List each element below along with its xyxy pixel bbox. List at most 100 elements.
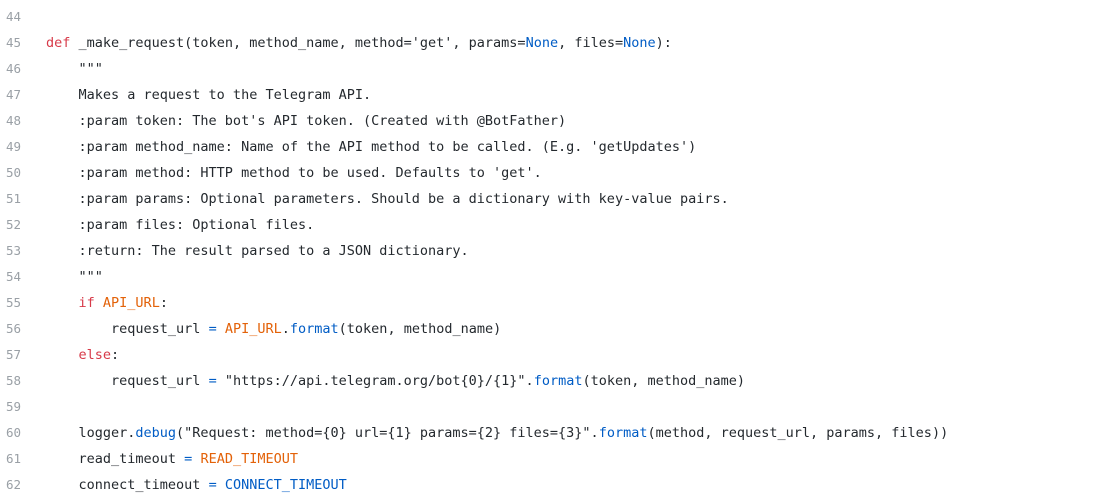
code-token: """ bbox=[46, 61, 103, 77]
line-content: request_url = API_URL.format(token, meth… bbox=[46, 316, 501, 342]
code-line: 49 :param method_name: Name of the API m… bbox=[0, 134, 1101, 160]
code-token: CONNECT_TIMEOUT bbox=[224, 477, 347, 493]
code-token: Makes a request to the Telegram API. bbox=[46, 87, 372, 103]
line-number: 57 bbox=[6, 347, 22, 362]
line-number: 60 bbox=[6, 425, 22, 440]
line-number: 47 bbox=[6, 87, 22, 102]
code-token: request_url bbox=[46, 321, 209, 337]
line-content: :return: The result parsed to a JSON dic… bbox=[46, 238, 469, 264]
line-content: """ bbox=[46, 56, 103, 82]
code-token: 'get' bbox=[411, 35, 453, 51]
line-number: 49 bbox=[6, 139, 22, 154]
line-number: 62 bbox=[6, 477, 22, 492]
code-token: (token, method_name) bbox=[338, 321, 502, 337]
line-number: 51 bbox=[6, 191, 22, 206]
code-token: :return: The result parsed to a JSON dic… bbox=[46, 243, 469, 259]
code-token: """ bbox=[46, 269, 103, 285]
line-number: 53 bbox=[6, 243, 22, 258]
code-line: 59 bbox=[0, 394, 1101, 420]
code-token: :param method: HTTP method to be used. D… bbox=[46, 165, 542, 181]
code-token: READ_TIMEOUT bbox=[200, 451, 298, 467]
code-line: 55 if API_URL: bbox=[0, 290, 1101, 316]
code-token: :param method_name: Name of the API meth… bbox=[46, 139, 697, 155]
code-line: 62 connect_timeout = CONNECT_TIMEOUT bbox=[0, 472, 1101, 498]
code-line: 54 """ bbox=[0, 264, 1101, 290]
code-line: 60 logger.debug("Request: method={0} url… bbox=[0, 420, 1101, 446]
code-line: 53 :return: The result parsed to a JSON … bbox=[0, 238, 1101, 264]
code-line: 47 Makes a request to the Telegram API. bbox=[0, 82, 1101, 108]
code-token: :param files: Optional files. bbox=[46, 217, 315, 233]
code-token: ("Request: method={0} url={1} params={2}… bbox=[176, 425, 599, 441]
code-token: :param params: Optional parameters. Shou… bbox=[46, 191, 729, 207]
code-line: 45 def _make_request(token, method_name, … bbox=[0, 30, 1101, 56]
code-token: _make_request(token, method_name, method… bbox=[70, 35, 412, 51]
line-number: 61 bbox=[6, 451, 22, 466]
code-token: logger. bbox=[46, 425, 136, 441]
code-token: connect_timeout bbox=[46, 477, 209, 493]
code-token bbox=[217, 321, 225, 337]
line-number: 44 bbox=[6, 9, 22, 24]
code-token: ): bbox=[655, 35, 672, 51]
code-line: 61 read_timeout = READ_TIMEOUT bbox=[0, 446, 1101, 472]
code-line: 57 else: bbox=[0, 342, 1101, 368]
code-token: , params= bbox=[452, 35, 526, 51]
line-content: :param token: The bot's API token. (Crea… bbox=[46, 108, 567, 134]
line-number: 46 bbox=[6, 61, 22, 76]
code-token: "https://api.telegram.org/bot{0}/{1}". bbox=[216, 373, 534, 389]
code-token: else bbox=[78, 347, 112, 363]
code-line: 58 request_url = "https://api.telegram.o… bbox=[0, 368, 1101, 394]
line-number: 59 bbox=[6, 399, 22, 414]
code-token: request_url bbox=[46, 373, 209, 389]
code-token: : bbox=[159, 295, 168, 311]
code-token: API_URL bbox=[102, 295, 160, 311]
line-content: request_url = "https://api.telegram.org/… bbox=[46, 368, 745, 394]
line-number: 45 bbox=[6, 35, 22, 50]
code-line: 46 """ bbox=[0, 56, 1101, 82]
code-token: = bbox=[208, 477, 217, 493]
code-token: if bbox=[78, 295, 95, 311]
code-line: 51 :param params: Optional parameters. S… bbox=[0, 186, 1101, 212]
code-token: format bbox=[533, 373, 583, 389]
line-content: if API_URL: bbox=[46, 290, 168, 316]
code-token: debug bbox=[135, 425, 177, 441]
line-number: 55 bbox=[6, 295, 22, 310]
line-content: else: bbox=[46, 342, 120, 368]
code-token bbox=[46, 347, 79, 363]
line-number: 50 bbox=[6, 165, 22, 180]
code-line: 44 bbox=[0, 4, 1101, 30]
line-content: :param params: Optional parameters. Shou… bbox=[46, 186, 729, 212]
code-token bbox=[46, 295, 79, 311]
line-content: :param method_name: Name of the API meth… bbox=[46, 134, 697, 160]
code-token: (method, request_url, params, files)) bbox=[647, 425, 949, 441]
line-content: Makes a request to the Telegram API. bbox=[46, 82, 372, 108]
code-token: None bbox=[623, 35, 656, 51]
code-token: None bbox=[525, 35, 559, 51]
code-view: 44 45 def _make_request(token, method_name… bbox=[0, 4, 1101, 498]
line-number: 52 bbox=[6, 217, 22, 232]
code-line: 52 :param files: Optional files. bbox=[0, 212, 1101, 238]
code-token: format bbox=[598, 425, 648, 441]
line-content: :param files: Optional files. bbox=[46, 212, 315, 238]
code-token: = bbox=[184, 451, 193, 467]
code-token: API_URL bbox=[224, 321, 282, 337]
line-content: :param method: HTTP method to be used. D… bbox=[46, 160, 542, 186]
code-token: : bbox=[111, 347, 120, 363]
line-content: read_timeout = READ_TIMEOUT bbox=[46, 446, 299, 472]
code-token: :param token: The bot's API token. (Crea… bbox=[46, 113, 567, 129]
code-token: def bbox=[46, 35, 71, 51]
code-token: (token, method_name) bbox=[582, 373, 746, 389]
code-token: = bbox=[208, 373, 217, 389]
line-number: 48 bbox=[6, 113, 22, 128]
line-number: 58 bbox=[6, 373, 22, 388]
code-token: = bbox=[208, 321, 217, 337]
code-token: read_timeout bbox=[46, 451, 185, 467]
code-token bbox=[95, 295, 103, 311]
line-number: 56 bbox=[6, 321, 22, 336]
line-content: """ bbox=[46, 264, 103, 290]
line-number: 54 bbox=[6, 269, 22, 284]
code-token: , files= bbox=[558, 35, 624, 51]
code-line: 50 :param method: HTTP method to be used… bbox=[0, 160, 1101, 186]
code-token bbox=[217, 477, 225, 493]
code-line: 56 request_url = API_URL.format(token, m… bbox=[0, 316, 1101, 342]
code-token: format bbox=[289, 321, 339, 337]
